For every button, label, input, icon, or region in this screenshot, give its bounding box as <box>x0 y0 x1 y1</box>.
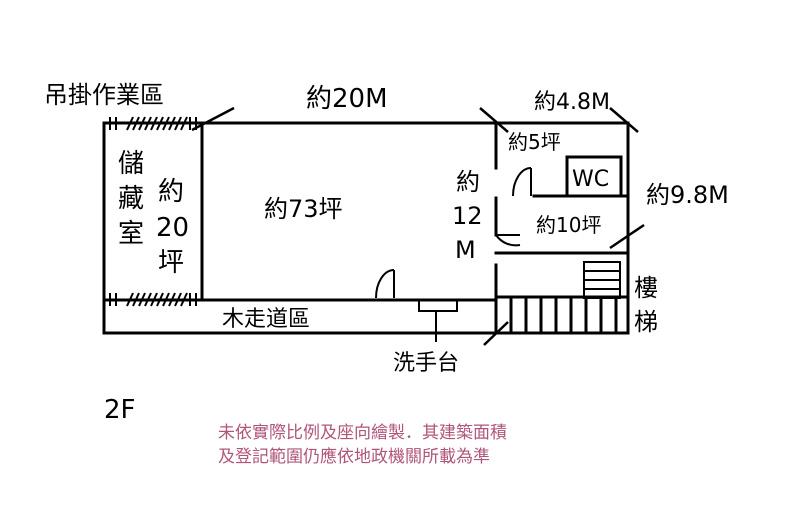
storage-label-2: 藏 <box>118 184 144 214</box>
depth-label-2: 12 <box>452 202 483 230</box>
sink-label: 洗手台 <box>393 351 459 376</box>
door-room10 <box>495 234 521 247</box>
storage-label-3: 室 <box>118 219 144 249</box>
length-top-label: 約20M <box>306 84 388 114</box>
floor-label: 2F <box>104 395 136 425</box>
hanging-area-label: 吊掛作業區 <box>44 81 164 109</box>
room10-label: 約10坪 <box>536 213 601 237</box>
notice-line-2: 及登記範圍仍應依地政機關所載為準 <box>218 446 490 467</box>
right-dim-label: 約9.8M <box>646 181 729 209</box>
stairs-label-2: 梯 <box>634 308 658 336</box>
width-small-label: 約4.8M <box>534 90 610 115</box>
door-small-room <box>512 167 532 197</box>
sink-counter <box>418 299 458 312</box>
depth-label-3: M <box>455 236 476 264</box>
wc-label: WC <box>572 167 609 192</box>
small-room-label: 約5坪 <box>508 130 561 154</box>
depth-label-1: 約 <box>456 168 480 196</box>
door-main <box>375 269 395 299</box>
storage-size-3: 坪 <box>158 248 184 278</box>
main-area-label: 約73坪 <box>264 195 343 223</box>
storage-size-1: 約 <box>158 177 184 207</box>
storage-label-1: 儲 <box>118 149 144 179</box>
notice-line-1: 未依實際比例及座向繪製．其建築面積 <box>218 423 507 443</box>
stairs-label-1: 樓 <box>634 274 658 302</box>
corridor-label: 木走道區 <box>222 307 310 332</box>
wc-box <box>565 155 623 198</box>
storage-size-2: 20 <box>156 213 189 243</box>
